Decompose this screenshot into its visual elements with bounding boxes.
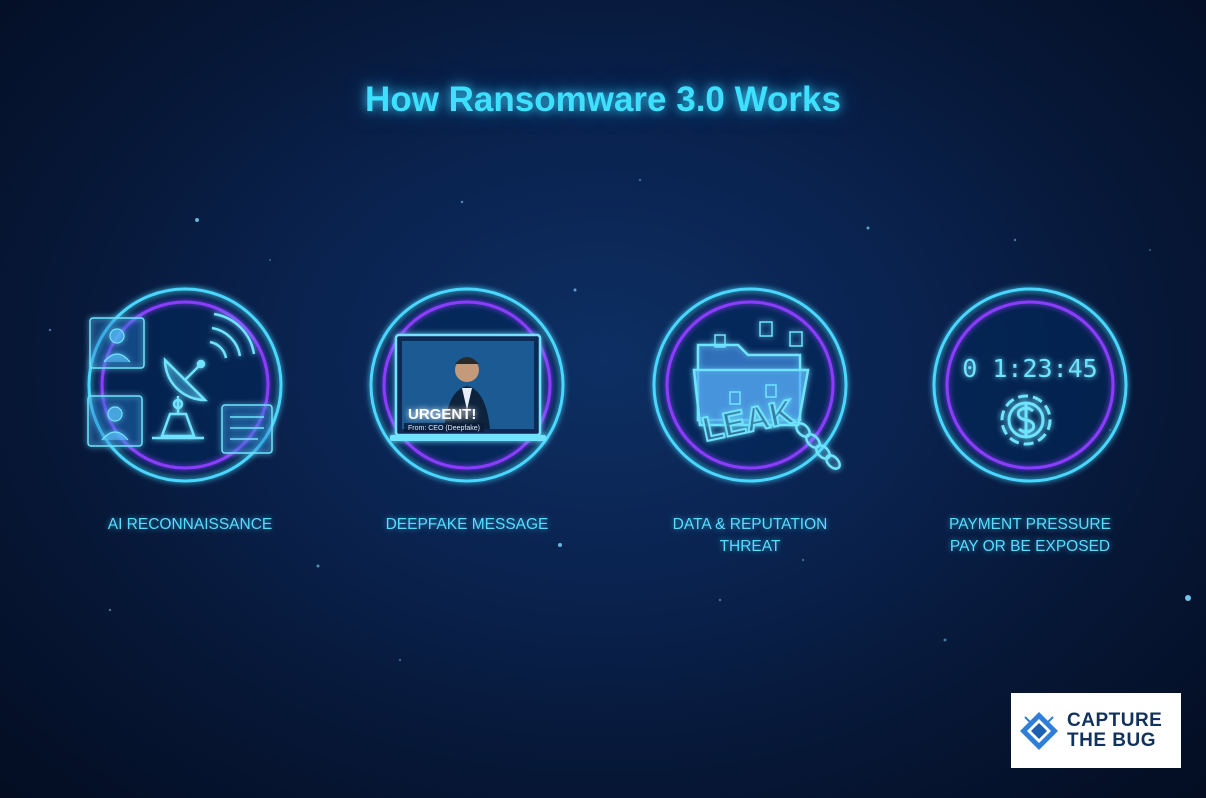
step-label-3-line-1: DATA & REPUTATION [672, 516, 828, 533]
page-title: How Ransomware 3.0 Works [365, 80, 841, 119]
capture-the-bug-logo[interactable]: CAPTURE THE BUG [1011, 693, 1181, 768]
deepfake-screen-subtext: From: CEO (Deepfake) [408, 425, 480, 432]
deepfake-laptop-icon [390, 333, 546, 441]
step-label-4-line-1: PAYMENT PRESSURE [949, 516, 1111, 533]
step-label-3: DATA & REPUTATION THREAT [630, 514, 870, 558]
countdown-timer: 0 1:23:45 [962, 354, 1097, 383]
leak-folder-icon [692, 321, 841, 470]
step-label-1: AI RECONNAISSANCE [70, 514, 310, 536]
step-label-2-line-1: DEEPFAKE MESSAGE [385, 516, 549, 533]
step-label-4-line-2: PAY OR BE EXPOSED [949, 538, 1111, 555]
logo-line-2: THE BUG [1067, 729, 1156, 751]
step-label-2: DEEPFAKE MESSAGE [347, 514, 587, 536]
logo-text: CAPTURE THE BUG [1067, 709, 1163, 751]
satellite-dish-icon [87, 312, 273, 454]
step-circle-4 [932, 287, 1128, 483]
bug-diamond-icon [1020, 711, 1058, 750]
step-label-3-line-2: THREAT [719, 538, 781, 555]
dollar-timer-icon [1000, 394, 1052, 446]
step-label-1-line-1: AI RECONNAISSANCE [107, 516, 273, 533]
deepfake-screen-heading: URGENT! [408, 406, 476, 423]
logo-line-1: CAPTURE [1067, 709, 1163, 731]
step-label-4: PAYMENT PRESSURE PAY OR BE EXPOSED [910, 514, 1150, 558]
